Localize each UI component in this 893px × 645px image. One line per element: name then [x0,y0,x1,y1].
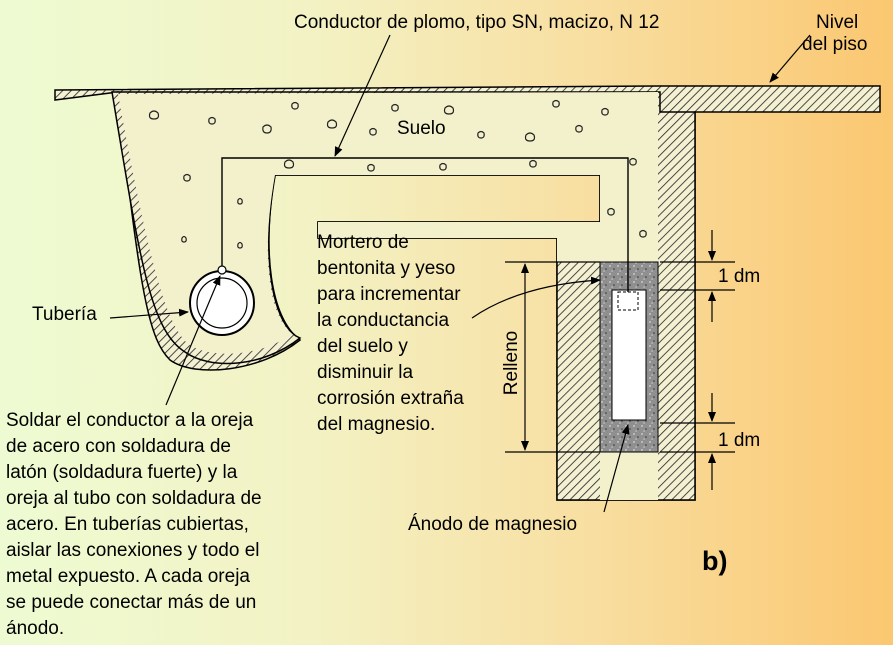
mortero-line: del suelo y [317,336,408,357]
soil-cut [118,92,658,500]
mortero-line: del magnesio. [317,414,436,435]
conductor-label: Conductor de plomo, tipo SN, macizo, N 1… [294,12,660,33]
leader-lines [109,34,811,513]
nivel-label-line2: del piso [802,34,868,55]
mortero-line: la conductancia [317,310,450,331]
lead-conductor [221,157,629,292]
mortero-line: corrosión extraña [317,388,464,409]
soldar-line: ánodo. [6,618,65,639]
soldar-line: Soldar el conductor a la oreja [6,410,254,431]
mortero-line: bentonita y yeso [317,258,456,279]
soil-stones [148,99,647,249]
soldar-line: de acero con soldadura de [6,436,231,457]
nivel-label-line1: Nivel [816,12,859,33]
soldar-line: oreja al tubo con soldadura de [6,488,262,509]
mortero-line: Mortero de [317,232,409,253]
soldar-paragraph: Soldar el conductor a la oreja de acero … [6,408,262,642]
mortero-line: disminuir la [317,362,414,383]
soldar-line: metal expuesto. A cada oreja [6,566,250,587]
tuberia-label: Tubería [32,304,97,325]
soldar-line: latón (soldadura fuerte) y la [6,462,238,483]
pipe-inner [196,277,248,329]
panel-label: b) [702,546,728,576]
pipe-lug [217,265,227,275]
soldar-line: se puede conectar más de un [6,592,257,613]
mortero-line: para incrementar [317,284,461,305]
dm-bottom-label: 1 dm [718,430,761,451]
dimension-marks [505,230,735,490]
soldar-line: aislar las conexiones y todo el [6,540,260,561]
anodo-label: Ánodo de magnesio [408,514,578,535]
dm-top-label: 1 dm [718,266,761,287]
relleno-label: Relleno [501,330,523,396]
soldar-line: acero. En tuberías cubiertas, [6,514,249,535]
suelo-label: Suelo [397,118,446,139]
mortero-paragraph: Mortero de bentonita y yeso para increme… [317,230,464,438]
magnesium-anode [611,289,647,421]
